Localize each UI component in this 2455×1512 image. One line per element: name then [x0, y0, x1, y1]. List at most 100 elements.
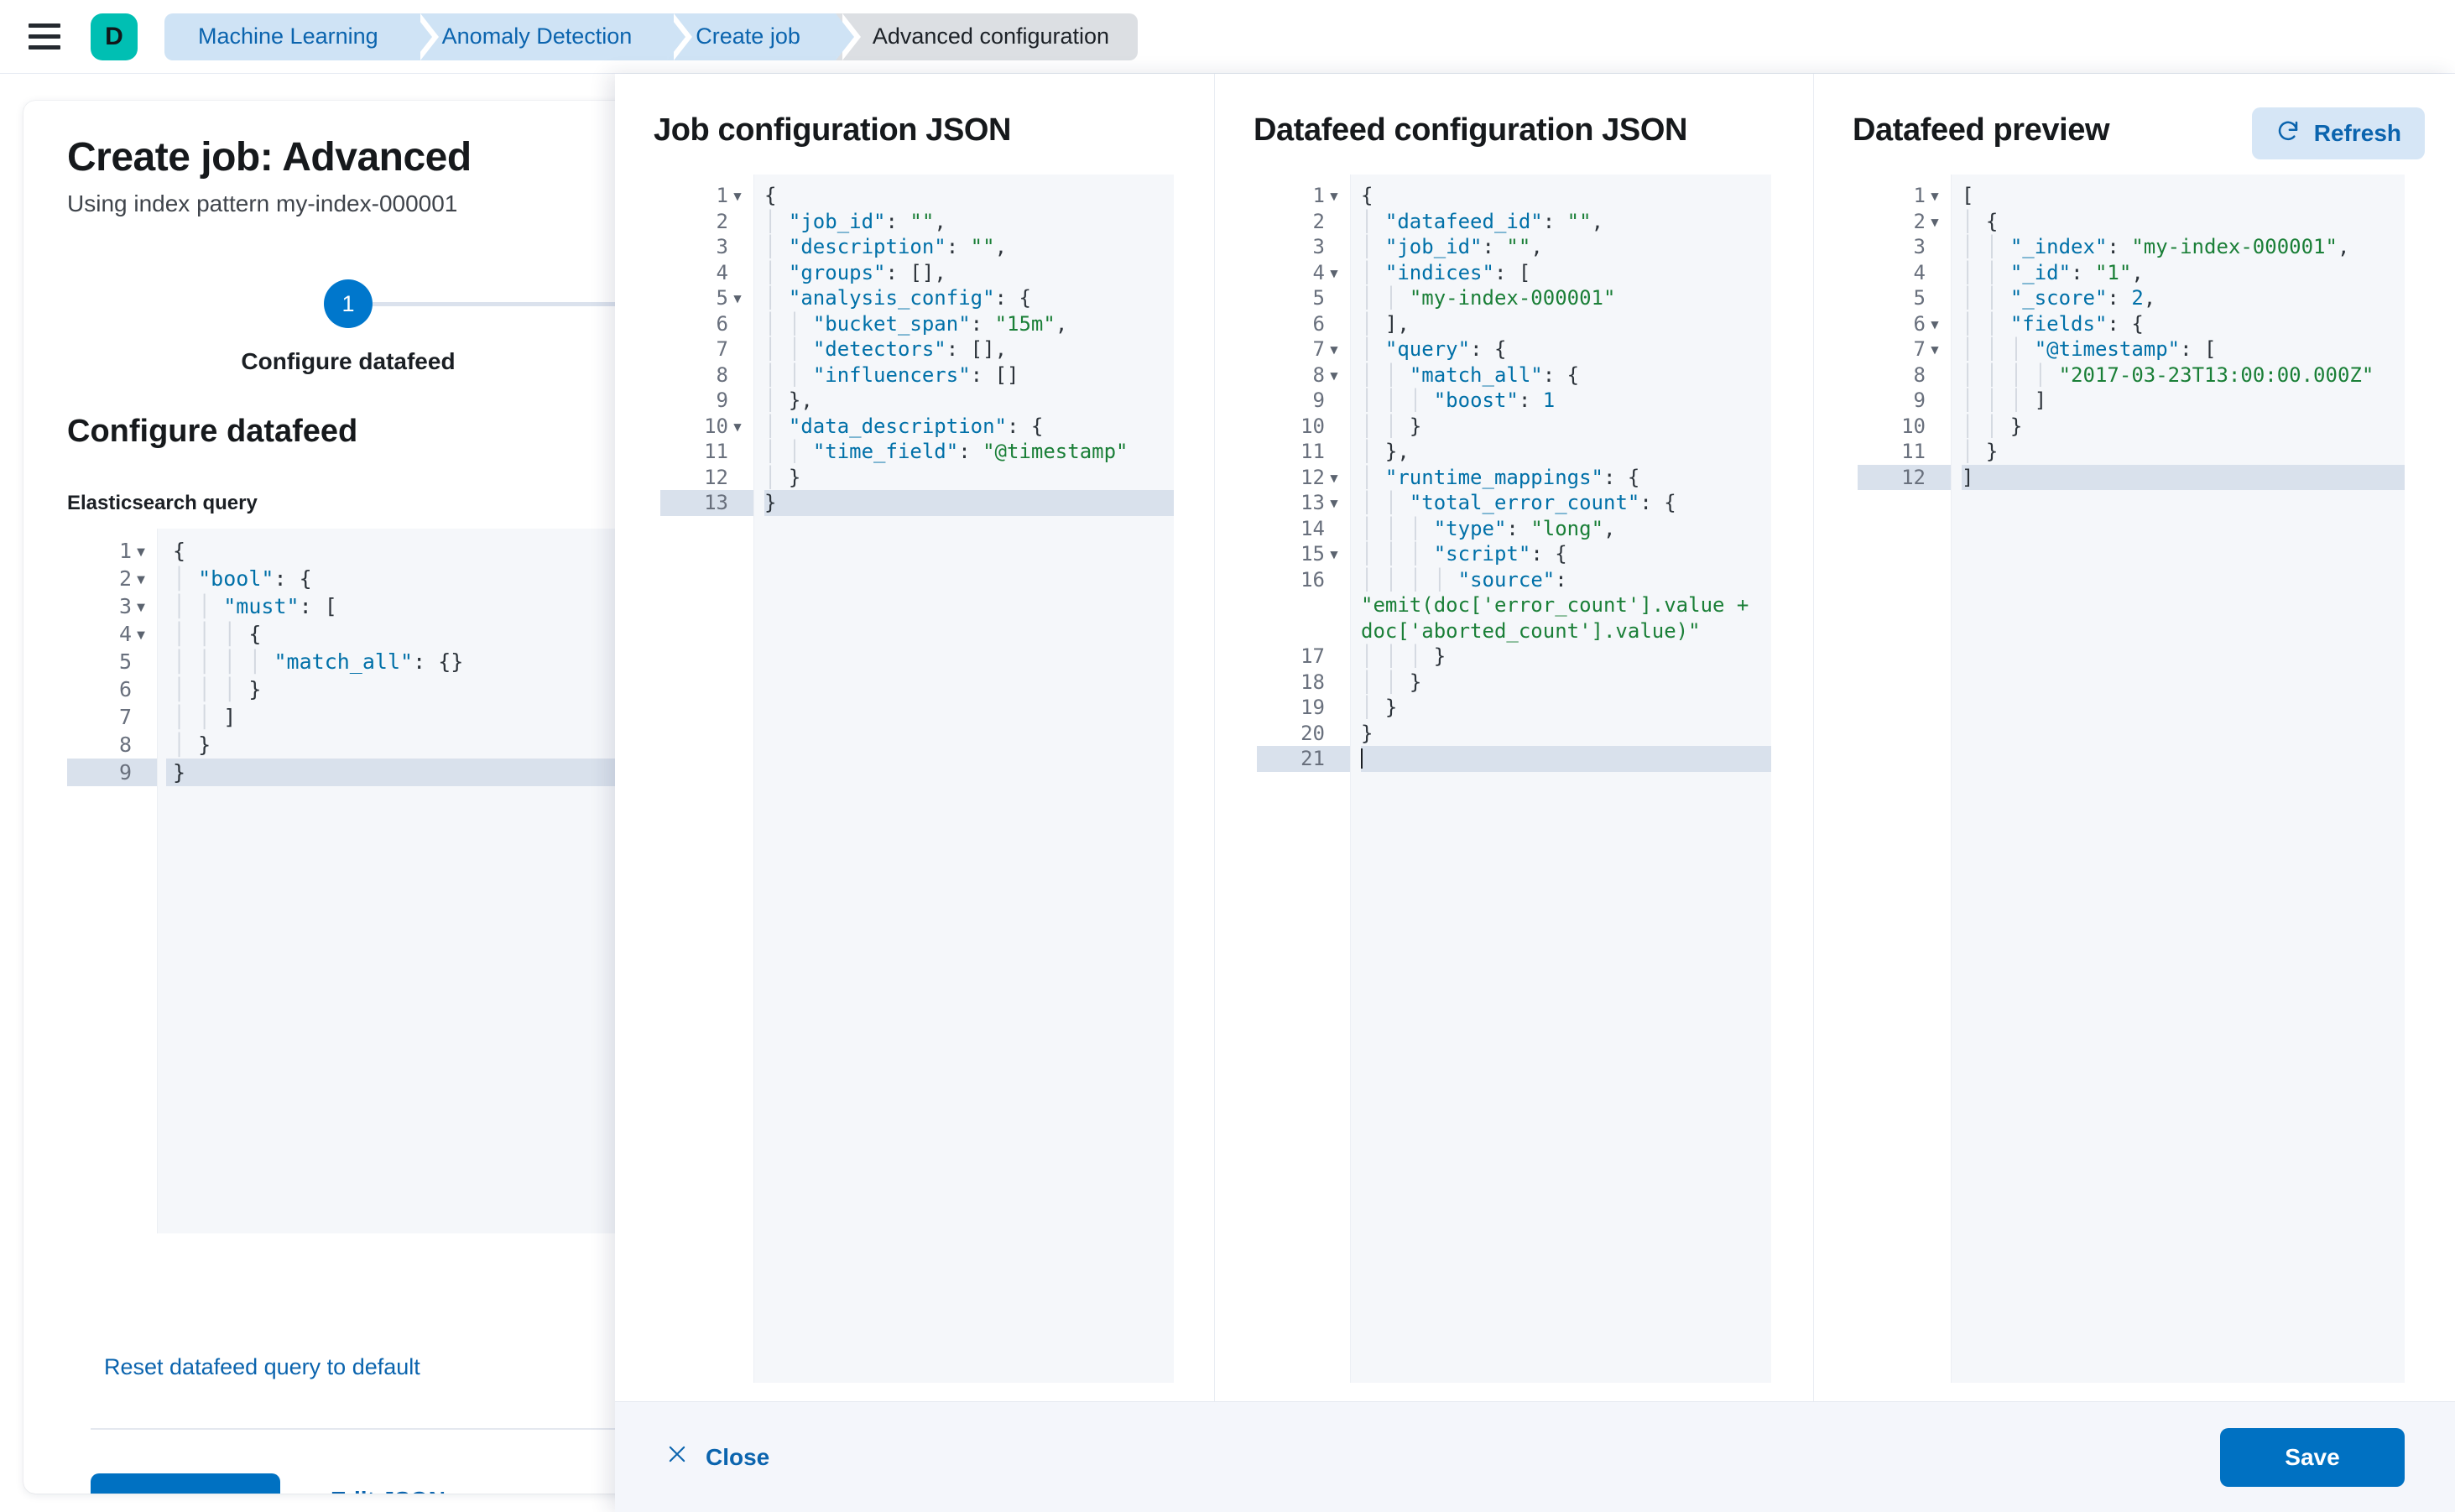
- code-line: }: [764, 490, 1174, 516]
- line-number: 5: [1312, 286, 1325, 310]
- code-line: │ │ "bucket_span": "15m",: [764, 311, 1068, 336]
- line-number: 1▾: [118, 539, 148, 563]
- line-number: 10: [1901, 414, 1926, 438]
- line-number: 7▾: [1312, 337, 1341, 361]
- line-number: 12: [1858, 464, 1951, 490]
- line-number: 4▾: [118, 622, 148, 646]
- code-line: │ │ │ }: [173, 677, 262, 701]
- code-line: │ │ "total_error_count": {: [1361, 491, 1676, 514]
- close-button[interactable]: Close: [665, 1442, 769, 1472]
- code-line: [1361, 746, 1771, 772]
- close-button-label: Close: [706, 1443, 770, 1470]
- code-line: │ │ "detectors": [],: [764, 337, 1008, 361]
- datafeed-preview-header: Datafeed preview Refresh: [1814, 107, 2455, 175]
- code-line: }: [1361, 721, 1373, 745]
- breadcrumb-item-1[interactable]: Anomaly Detection: [413, 13, 692, 60]
- code-line: {: [173, 539, 186, 563]
- code-line: │ │ │ }: [1361, 644, 1446, 668]
- editor-code[interactable]: {│ "datafeed_id": "",│ "job_id": "",│ "i…: [1351, 175, 1771, 1383]
- line-number: 6: [716, 311, 728, 336]
- line-number: 8: [1913, 362, 1926, 387]
- line-number: 8: [118, 733, 132, 757]
- line-number: 5: [1913, 286, 1926, 310]
- code-line: │ "analysis_config": {: [764, 286, 1031, 310]
- line-number: 8▾: [1312, 362, 1341, 387]
- line-number: 13▾: [1300, 491, 1341, 514]
- code-line: │ "description": "",: [764, 235, 1008, 258]
- breadcrumb-item-0[interactable]: Machine Learning: [164, 13, 439, 60]
- code-line: │ "job_id": "",: [764, 209, 946, 233]
- line-number: 3▾: [118, 594, 148, 618]
- line-number: 9: [67, 759, 157, 786]
- hamburger-menu-icon[interactable]: [29, 18, 65, 55]
- line-number: 2▾: [118, 566, 148, 591]
- code-line: │ │ "my-index-000001": [1361, 286, 1616, 310]
- line-number: 5: [118, 649, 132, 674]
- refresh-icon: [2275, 118, 2301, 149]
- code-line: │ │ }: [1361, 670, 1422, 694]
- job-configuration-title: Job configuration JSON: [654, 112, 1012, 148]
- code-line: │ "bool": {: [173, 566, 312, 591]
- code-line: │ │ │ "@timestamp": [: [1962, 337, 2217, 361]
- line-number: 11: [704, 440, 728, 463]
- code-line: {: [1361, 184, 1373, 207]
- line-number: 10: [1300, 414, 1325, 438]
- code-line: │ │ }: [1962, 414, 2023, 438]
- line-number: 1▾: [1312, 184, 1341, 207]
- breadcrumb-item-2[interactable]: Create job: [667, 13, 861, 60]
- code-line: │ │ "must": [: [173, 594, 337, 618]
- line-number: 2▾: [1913, 209, 1942, 233]
- line-number: 6: [118, 677, 132, 701]
- reset-datafeed-query-link[interactable]: Reset datafeed query to default: [104, 1354, 420, 1379]
- step-1-circle[interactable]: 1: [324, 279, 373, 328]
- editor-code[interactable]: [│ {│ │ "_index": "my-index-000001",│ │ …: [1952, 175, 2405, 1383]
- line-number: 11: [1901, 440, 1926, 463]
- line-number: 12▾: [1300, 465, 1341, 489]
- line-number: 18: [1300, 670, 1325, 694]
- line-number: 7▾: [1913, 337, 1942, 361]
- line-number: 3: [1312, 235, 1325, 258]
- page-title: Create job: Advanced: [67, 135, 472, 180]
- code-line: │ "groups": [],: [764, 260, 946, 284]
- code-line: │ │ ]: [173, 705, 237, 729]
- code-line: │ }: [764, 465, 801, 489]
- line-number: 14: [1300, 516, 1325, 540]
- code-line: │ "job_id": "",: [1361, 235, 1543, 258]
- code-line: │ │ "_id": "1",: [1962, 260, 2144, 284]
- job-configuration-header: Job configuration JSON: [615, 112, 1214, 175]
- space-avatar[interactable]: D: [91, 13, 138, 60]
- line-number: 5▾: [716, 286, 744, 310]
- editor-code[interactable]: {│ "job_id": "",│ "description": "",│ "g…: [754, 175, 1174, 1383]
- page-subtitle: Using index pattern my-index-000001: [67, 190, 458, 216]
- code-line: {: [764, 184, 777, 207]
- breadcrumb-item-3[interactable]: Advanced configuration: [835, 13, 1139, 60]
- code-line: │ │ │ "script": {: [1361, 542, 1567, 566]
- datafeed-configuration-header: Datafeed configuration JSON: [1215, 112, 1813, 175]
- code-line: │ │ "match_all": {: [1361, 362, 1580, 387]
- line-number: 11: [1300, 440, 1325, 463]
- line-number: 12: [704, 465, 728, 489]
- code-line: │ {: [1962, 209, 1999, 233]
- save-button[interactable]: Save: [2220, 1427, 2405, 1487]
- next-button[interactable]: Next ›: [91, 1473, 280, 1494]
- code-line: │ "data_description": {: [764, 414, 1044, 438]
- code-line: │ │ "_score": 2,: [1962, 286, 2156, 310]
- code-line: [: [1962, 184, 1974, 207]
- code-line: │ │ │ │ "2017-03-23T13:00:00.000Z": [1962, 362, 2374, 387]
- edit-json-link[interactable]: Edit JSON: [331, 1487, 446, 1494]
- refresh-button[interactable]: Refresh: [2251, 107, 2425, 159]
- datafeed-preview-title: Datafeed preview: [1853, 112, 2110, 148]
- code-line: │ "datafeed_id": "",: [1361, 209, 1604, 233]
